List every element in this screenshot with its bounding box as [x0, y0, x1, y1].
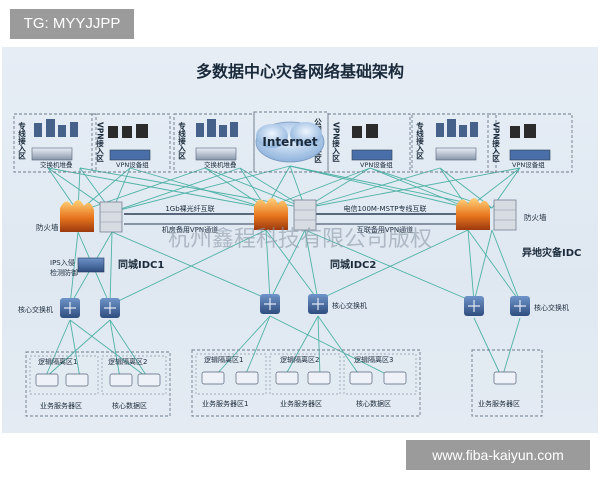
biz-label-1b: 业务服务器区1: [202, 399, 248, 408]
firewall-label-right: 防火墙: [524, 212, 547, 222]
bottom-subzone-frames: [29, 353, 417, 395]
core-switch-idc2: [260, 294, 328, 314]
watermark: 杭州鑫程科技有限公司版权: [168, 227, 432, 252]
firewall-idc1: [60, 200, 123, 233]
core-switch-labels: 核心交换机 核心交换机 核心交换机: [18, 301, 569, 314]
vpn-device-label-3: VPN设备组: [512, 160, 545, 169]
top-switch-labels: 交换机堆叠 交换机堆叠 VPN设备组 VPN设备组 VPN设备组: [40, 160, 545, 169]
firewall-label-left: 防火墙: [36, 222, 59, 232]
green-links: [44, 165, 521, 379]
zone-label-vpn: VPN接入区: [95, 122, 104, 163]
link-label-mstp: 电信100M-MSTP专线互联: [344, 204, 427, 213]
idc1-label: 同城IDC1: [118, 258, 164, 271]
iso-label-1: 逻辑隔离区1: [38, 357, 77, 366]
switch-stack-label-2: 交换机堆叠: [204, 160, 237, 169]
core-data-label-2: 核心数据区: [356, 399, 391, 408]
zone-label-vpn-3: VPN接入区: [491, 122, 500, 163]
server-icons: [35, 371, 517, 387]
top-switch-stacks: [31, 147, 551, 161]
tg-badge: TG: MYYJJPP: [10, 9, 134, 39]
vpn-device-label-2: VPN设备组: [360, 160, 393, 169]
core-switch-label-2: 核心交换机: [332, 301, 367, 310]
firewall-labels: 防火墙 防火墙: [36, 212, 547, 232]
idc3-label: 异地灾备IDC: [522, 246, 581, 259]
core-switch-idc3: [464, 296, 530, 316]
idc2-label: 同城IDC2: [330, 258, 376, 271]
biz-label-1: 业务服务器区: [40, 401, 82, 410]
zone-label-dedicated: 专线接入区: [17, 121, 26, 161]
biz-label-2b: 业务服务器区: [280, 399, 322, 408]
core-switches: [60, 294, 530, 318]
internet-cloud: Internet: [255, 121, 325, 163]
core-data-label-1: 核心数据区: [112, 401, 147, 410]
iso-label-2: 逻辑隔离区2: [108, 357, 147, 366]
ips-label-line2: 检测防御: [50, 268, 78, 277]
bottom-labels: 逻辑隔离区1 逻辑隔离区2 逻辑隔离区1 逻辑隔离区2 逻辑隔离区3 业务服务器…: [38, 355, 520, 410]
core-switch-idc1: [60, 298, 120, 318]
url-badge: www.fiba-kaiyun.com: [406, 440, 590, 470]
ips-device: IPS入侵 检测防御: [50, 257, 105, 277]
diagram-title: 多数据中心灾备网络基础架构: [196, 62, 404, 81]
link-labels: 1Gb裸光纤互联 机房备用VPN通道 电信100M-MSTP专线互联 互联备用V…: [162, 204, 427, 234]
firewalls: [60, 198, 517, 233]
zone-label-dedicated-2: 专线接入区: [177, 121, 186, 161]
iso-label-1b: 逻辑隔离区1: [204, 355, 243, 364]
backbone-links: [124, 213, 458, 225]
firewall-idc3: [456, 198, 517, 231]
iso-label-3: 逻辑隔离区3: [354, 355, 393, 364]
link-label-1gb: 1Gb裸光纤互联: [165, 204, 214, 213]
core-switch-label-3: 核心交换机: [534, 303, 569, 312]
idc-labels: 同城IDC1 同城IDC2 异地灾备IDC: [118, 246, 581, 271]
iso-label-2b: 逻辑隔离区2: [280, 355, 319, 364]
link-label-vpn-right: 互联备用VPN通道: [357, 225, 413, 234]
building-icons: [34, 119, 536, 138]
internet-label: Internet: [262, 135, 317, 149]
firewall-idc2: [254, 198, 317, 231]
zone-label-vpn-2: VPN接入区: [331, 122, 340, 163]
ips-label-line1: IPS入侵: [50, 258, 75, 267]
switch-stack-label-1: 交换机堆叠: [40, 160, 73, 169]
biz-label-3: 业务服务器区: [478, 399, 520, 408]
link-label-vpn-left: 机房备用VPN通道: [162, 225, 218, 234]
vpn-device-label-1: VPN设备组: [116, 160, 149, 169]
zone-label-dedicated-3: 专线接入区: [415, 121, 424, 161]
core-switch-label-1: 核心交换机: [18, 305, 53, 314]
bottom-zone-frames: [25, 349, 543, 417]
top-zone-frames: [13, 111, 573, 173]
